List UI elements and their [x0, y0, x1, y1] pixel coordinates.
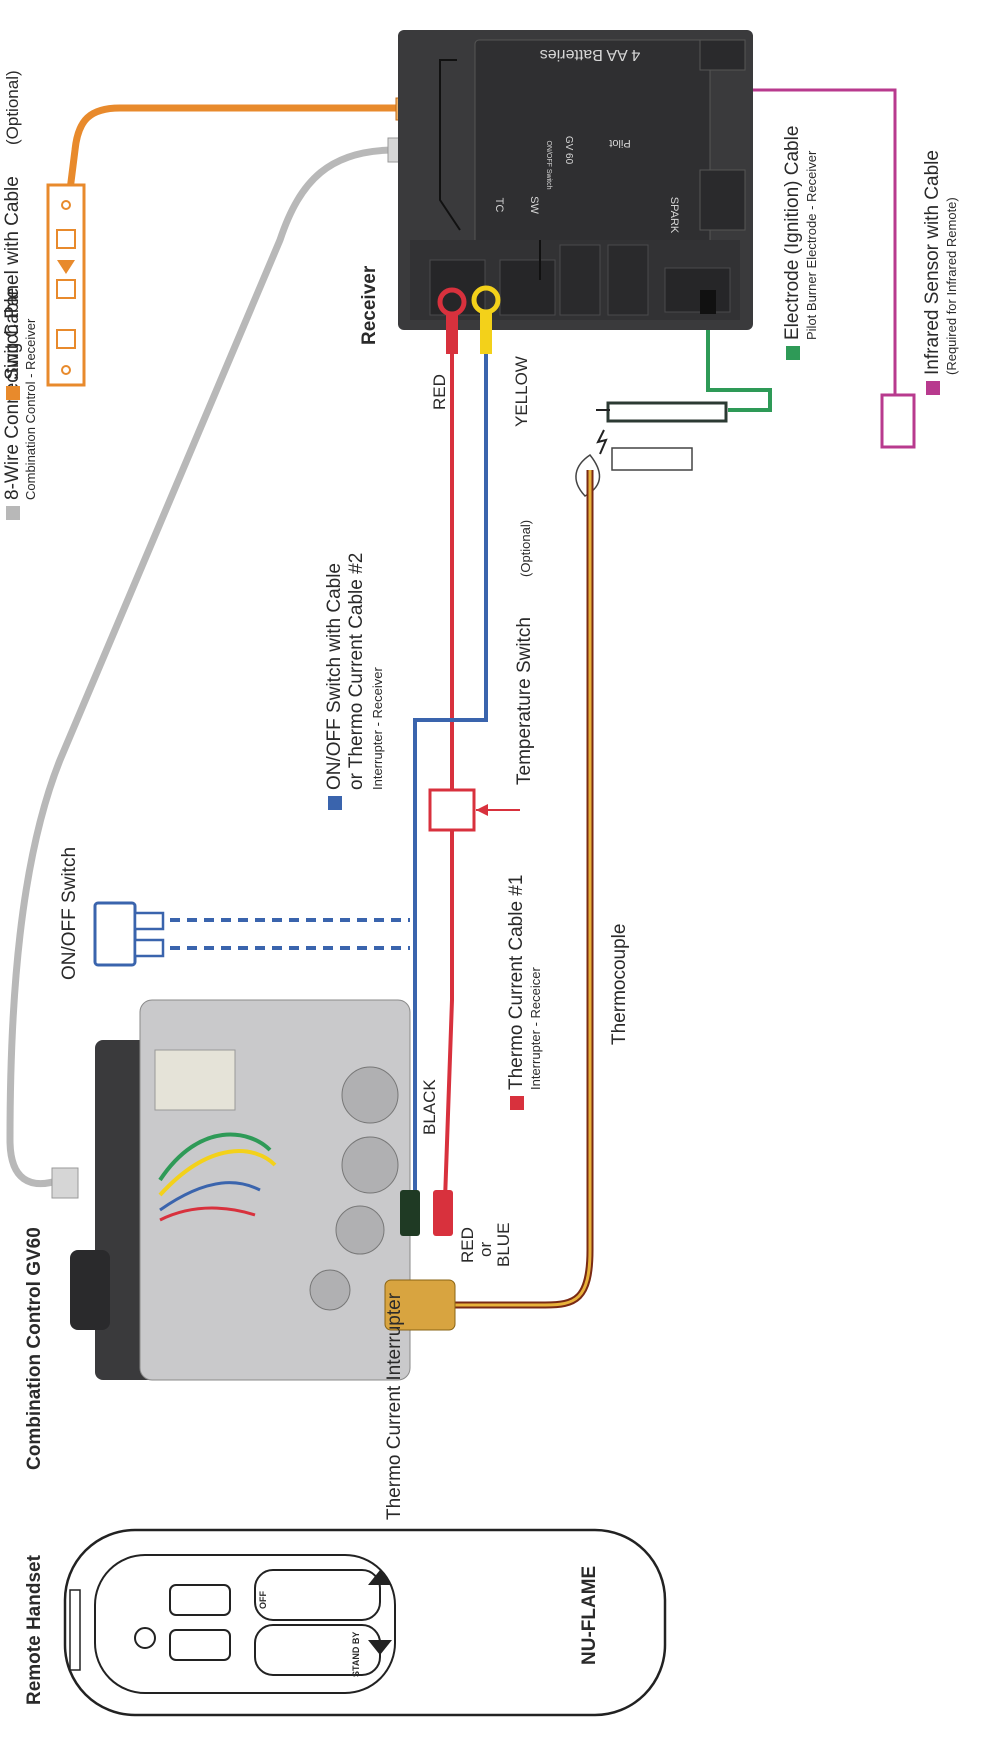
switch-panel-button-1: [56, 229, 76, 249]
electrode-spark-icon: [596, 409, 610, 455]
switch-panel-legend-note: (Optional): [3, 70, 22, 145]
electrode-body: [606, 401, 728, 423]
eight-wire-legend-subtitle: Combination Control - Receiver: [23, 318, 38, 500]
remote-big-button-down: [254, 1624, 381, 1676]
receiver-title: Receiver: [359, 265, 380, 345]
thermo-cable1-legend-subtitle: Interrupter - Receicer: [528, 967, 543, 1090]
switch-panel-screw-top: [61, 200, 71, 210]
receiver-battery-label: 4 AA Batteries: [540, 46, 641, 63]
thermo-current-cable-1: [443, 300, 454, 1201]
thermo-current-cable-2: [413, 300, 488, 1200]
remote-handset-title: Remote Handset: [24, 1554, 45, 1705]
electrode-cable: [706, 310, 772, 412]
onoff-cable-legend-title-1: ON/OFF Switch with Cable: [324, 563, 345, 790]
combination-control-title: Combination Control GV60: [24, 1227, 45, 1470]
remote-standby-button: [169, 1629, 231, 1661]
switch-panel-arrow-icon: [57, 260, 75, 274]
red-or-blue-label-1: RED: [458, 1227, 477, 1263]
infrared-legend-subtitle: (Required for Infrared Remote): [944, 197, 959, 375]
red-wire-label: RED: [430, 374, 449, 410]
switch-panel-legend-swatch: [6, 386, 20, 400]
temperature-switch-label: Temperature Switch: [514, 617, 535, 785]
temperature-switch-box: [428, 788, 476, 832]
receiver-tc-label: TC: [493, 198, 505, 213]
eight-wire-legend-swatch: [6, 506, 20, 520]
electrode-legend-title: Electrode (Ignition) Cable: [782, 126, 803, 340]
eight-wire-connector-control: [51, 1167, 79, 1199]
receiver-unit: [398, 30, 753, 354]
electrode-legend-swatch: [786, 346, 800, 360]
remote-handset: [63, 1528, 667, 1717]
remote-flame-up-icon: [368, 1570, 392, 1585]
switch-panel-cable: [66, 104, 404, 194]
remote-ir-window: [69, 1589, 81, 1671]
remote-big-button-up: [254, 1569, 381, 1621]
infrared-legend-swatch: [926, 381, 940, 395]
thermo-current-interrupter-body: [384, 1279, 456, 1331]
remote-off-button: [169, 1584, 231, 1616]
onoff-switch-label: ON/OFF Switch: [59, 847, 80, 980]
red-or-blue-label-2: or: [476, 1242, 495, 1257]
remote-led-indicator: [134, 1627, 156, 1649]
remote-standby-label: STAND BY: [351, 1632, 361, 1677]
onoff-cable-legend-subtitle: Interrupter - Receiver: [370, 667, 385, 790]
onoff-cable-legend-title-2: or Thermo Current Cable #2: [346, 553, 367, 790]
pilot-burner: [611, 447, 693, 471]
infrared-cable: [748, 88, 897, 395]
electrode-legend-subtitle: Pilot Burner Electrode - Receiver: [804, 150, 819, 340]
switch-panel-button-2: [56, 279, 76, 299]
receiver-model-label: GV 60: [563, 136, 574, 165]
switch-panel-button-3: [56, 329, 76, 349]
temperature-switch-arrowhead: [476, 804, 488, 816]
switch-panel: [46, 183, 86, 387]
temperature-switch-note: (Optional): [518, 520, 533, 577]
red-or-blue-label-3: BLUE: [494, 1223, 513, 1267]
receiver-onoff-label: ON/OFF Switch: [545, 140, 552, 189]
receiver-sw-label: SW: [528, 196, 540, 214]
thermo-current-interrupter-label: Thermo Current Interrupter: [384, 1292, 405, 1520]
thermo-cable1-legend-title: Thermo Current Cable #1: [506, 875, 527, 1090]
thermocouple-label: Thermocouple: [609, 924, 630, 1045]
receiver-pilot-label: Pilot: [609, 137, 630, 149]
remote-off-label: OFF: [258, 1591, 268, 1609]
receiver-spark-label: SPARK: [668, 197, 680, 234]
switch-panel-screw-bottom: [61, 365, 71, 375]
black-wire-label: BLACK: [420, 1079, 439, 1135]
remote-flame-down-icon: [368, 1640, 392, 1655]
thermocouple-cable-inner: [455, 470, 592, 1307]
eight-wire-cable: [6, 146, 399, 1188]
combination-control-unit: [70, 999, 456, 1381]
yellow-wire-label: YELLOW: [512, 356, 531, 427]
onoff-cable-legend-swatch: [328, 796, 342, 810]
infrared-sensor: [880, 393, 916, 449]
onoff-switch: [93, 901, 165, 967]
infrared-legend-title: Infrared Sensor with Cable: [922, 150, 943, 375]
switch-panel-legend-title: Switch Panel with Cable: [2, 176, 23, 380]
thermo-cable1-legend-swatch: [510, 1096, 524, 1110]
remote-brand-label: NU-FLAME: [579, 1566, 600, 1665]
